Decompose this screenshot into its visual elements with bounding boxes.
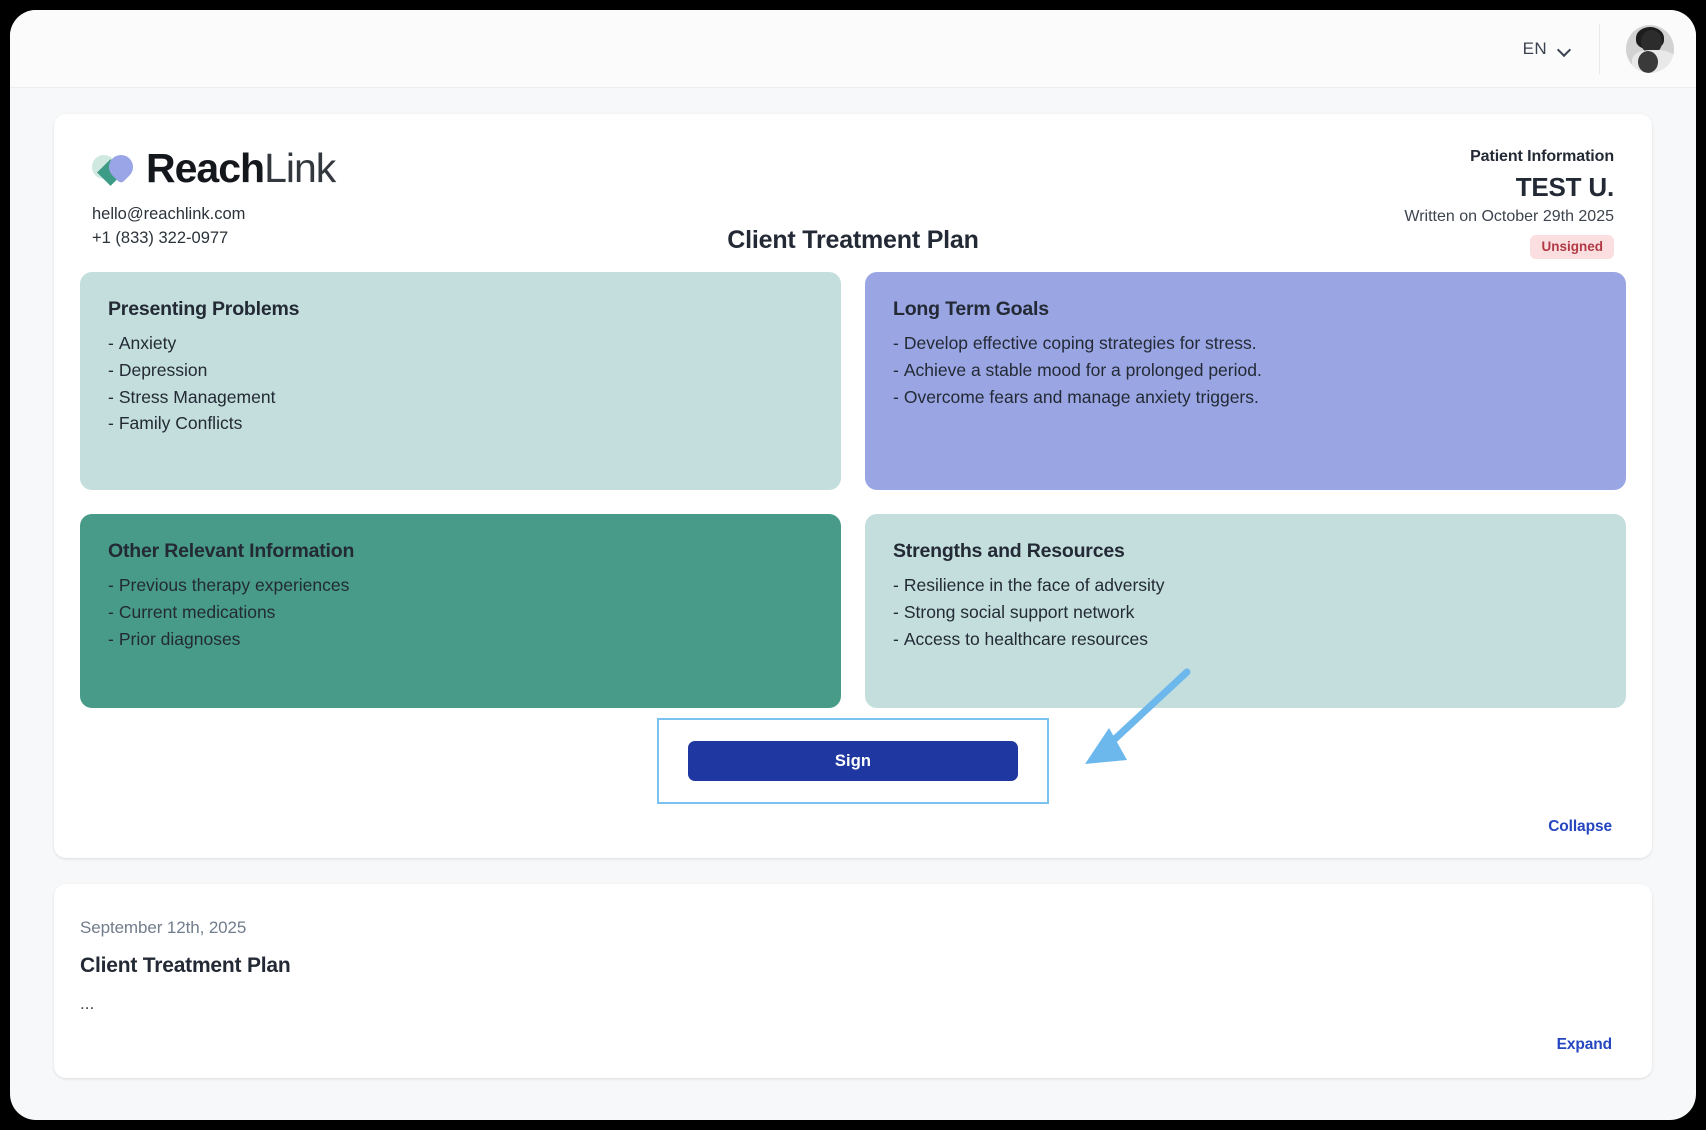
list-item-text: Stress Management — [118, 386, 276, 407]
list-item-text: Achieve a stable mood for a prolonged pe… — [903, 359, 1262, 380]
list-item-text: Strong social support network — [903, 601, 1135, 622]
section-presenting-problems: Presenting Problems -Anxiety -Depression… — [80, 272, 841, 490]
list-item: -Previous therapy experiences — [108, 572, 813, 599]
list-item: -Overcome fears and manage anxiety trigg… — [893, 384, 1598, 411]
list-item: -Prior diagnoses — [108, 626, 813, 653]
list-item: -Anxiety — [108, 330, 813, 357]
avatar-head — [1641, 29, 1662, 54]
header-divider — [1599, 23, 1600, 74]
sign-area: Sign — [80, 668, 1626, 816]
treatment-plan-card: ReachLink hello@reachlink.com +1 (833) 3… — [54, 114, 1652, 858]
bullet-dash: - — [893, 601, 899, 622]
list-item-text: Resilience in the face of adversity — [903, 575, 1165, 595]
list-item: -Access to healthcare resources — [893, 626, 1598, 653]
reachlink-heart-logo-icon — [87, 149, 138, 186]
section-heading: Presenting Problems — [108, 298, 300, 320]
list-item-text: Develop effective coping strategies for … — [903, 333, 1257, 353]
app-frame: EN ReachLink — [10, 10, 1696, 1120]
section-strengths-and-resources: Strengths and Resources -Resilience in t… — [865, 514, 1626, 708]
sign-button-highlight: Sign — [657, 718, 1049, 804]
note-date: September 12th, 2025 — [80, 918, 247, 937]
collapse-row: Collapse — [80, 818, 1626, 836]
expand-link[interactable]: Expand — [1556, 1036, 1612, 1053]
list-item: -Strong social support network — [893, 599, 1598, 626]
language-label: EN — [1522, 38, 1547, 58]
collapse-link[interactable]: Collapse — [1548, 818, 1612, 835]
brand-name-light: Link — [264, 145, 336, 191]
section-grid: Presenting Problems -Anxiety -Depression… — [80, 272, 1626, 708]
patient-info-label: Patient Information — [1470, 148, 1614, 165]
bullet-dash: - — [108, 386, 114, 407]
bullet-dash: - — [893, 628, 899, 649]
list-item-text: Previous therapy experiences — [118, 575, 350, 595]
contact-email: hello@reachlink.com — [92, 205, 246, 223]
section-heading: Other Relevant Information — [108, 540, 355, 562]
section-list: -Develop effective coping strategies for… — [893, 330, 1598, 410]
avatar-arm — [1638, 50, 1658, 73]
list-item: -Achieve a stable mood for a prolonged p… — [893, 357, 1598, 384]
bullet-dash: - — [108, 601, 114, 622]
list-item: -Stress Management — [108, 384, 813, 411]
section-other-relevant-information: Other Relevant Information -Previous the… — [80, 514, 841, 708]
list-item-text: Depression — [118, 359, 208, 380]
list-item-text: Prior diagnoses — [118, 628, 241, 649]
section-list: -Anxiety -Depression -Stress Management … — [108, 330, 813, 437]
logo-row: ReachLink — [87, 145, 336, 191]
brand-name-bold: Reach — [146, 145, 265, 191]
section-list: -Previous therapy experiences -Current m… — [108, 572, 813, 652]
bullet-dash: - — [108, 413, 114, 434]
main-content: ReachLink hello@reachlink.com +1 (833) 3… — [10, 88, 1696, 1120]
bullet-dash: - — [893, 359, 899, 380]
patient-information: Patient Information TEST U. Written on O… — [1404, 148, 1614, 259]
patient-name: TEST U. — [1515, 172, 1614, 202]
list-item-text: Family Conflicts — [118, 413, 243, 434]
written-on-date: Written on October 29th 2025 — [1404, 208, 1614, 225]
list-item-text: Access to healthcare resources — [903, 628, 1148, 649]
list-item: -Current medications — [108, 599, 813, 626]
chevron-down-icon — [1558, 45, 1571, 53]
sign-button[interactable]: Sign — [688, 741, 1018, 781]
note-card: September 12th, 2025 Client Treatment Pl… — [54, 884, 1652, 1078]
bullet-dash: - — [893, 575, 899, 595]
list-item: -Family Conflicts — [108, 410, 813, 437]
bullet-dash: - — [108, 628, 114, 649]
section-long-term-goals: Long Term Goals -Develop effective copin… — [865, 272, 1626, 490]
avatar[interactable] — [1626, 24, 1674, 73]
note-preview: ... — [80, 994, 95, 1013]
contact-block: hello@reachlink.com +1 (833) 322-0977 — [92, 203, 335, 251]
expand-row: Expand — [80, 1036, 1626, 1054]
plan-header: ReachLink hello@reachlink.com +1 (833) 3… — [80, 148, 1626, 264]
list-item: -Develop effective coping strategies for… — [893, 330, 1598, 357]
status-badge-row: Unsigned — [1404, 235, 1614, 259]
top-bar: EN — [10, 10, 1696, 88]
list-item-text: Current medications — [118, 601, 276, 622]
page-title: Client Treatment Plan — [727, 226, 979, 254]
bullet-dash: - — [108, 359, 114, 380]
status-badge: Unsigned — [1530, 235, 1614, 259]
list-item: -Resilience in the face of adversity — [893, 572, 1598, 599]
list-item: -Depression — [108, 357, 813, 384]
bullet-dash: - — [893, 386, 899, 407]
section-list: -Resilience in the face of adversity -St… — [893, 572, 1598, 652]
bullet-dash: - — [893, 333, 899, 353]
bullet-dash: - — [108, 333, 114, 353]
bullet-dash: - — [108, 575, 114, 595]
note-title: Client Treatment Plan — [80, 954, 291, 977]
list-item-text: Overcome fears and manage anxiety trigge… — [903, 386, 1259, 407]
brand-wordmark: ReachLink — [146, 145, 336, 191]
brand-block: ReachLink hello@reachlink.com +1 (833) 3… — [87, 145, 336, 251]
section-heading: Long Term Goals — [893, 298, 1049, 320]
section-heading: Strengths and Resources — [893, 540, 1125, 562]
list-item-text: Anxiety — [118, 333, 177, 353]
language-selector[interactable]: EN — [1523, 39, 1571, 59]
contact-phone: +1 (833) 322-0977 — [92, 228, 229, 247]
